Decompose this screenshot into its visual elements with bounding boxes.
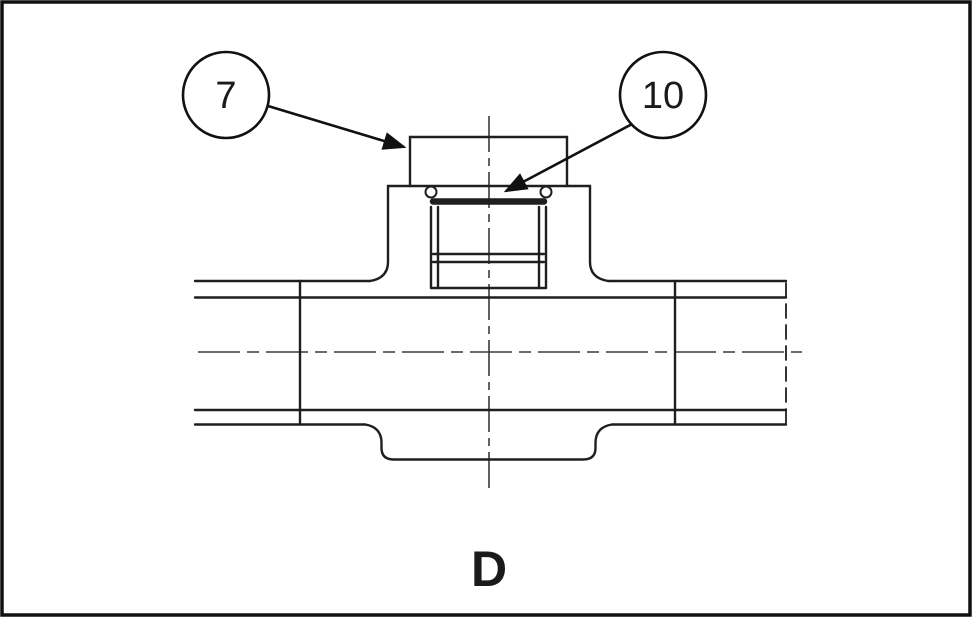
centerlines [198,116,802,491]
pipe-body-outline [193,279,788,426]
cap-part [408,135,569,188]
top-boss-outline [368,184,610,283]
bottom-boss-outline [363,423,614,461]
callout-10-leader-arrow [503,121,635,193]
boss-bore-details [429,205,548,290]
callout-10-label: 10 [642,75,684,117]
valve-body-section [193,135,788,461]
callout-10-balloon [618,50,708,140]
o-ring-left-section [424,185,438,199]
seal-part [424,185,553,205]
callout-7: 7 [181,50,407,150]
callout-7-balloon [181,50,271,140]
view-label-d: D [471,541,507,597]
boss-right-side [588,184,610,283]
bottom-boss-path [363,423,614,461]
cap-outline [408,135,569,188]
callout-7-leader-arrow [267,104,407,150]
callout-10: 10 [503,50,708,193]
o-ring-right-section [539,185,553,199]
boss-left-side [368,184,390,283]
callout-7-label: 7 [215,75,236,117]
